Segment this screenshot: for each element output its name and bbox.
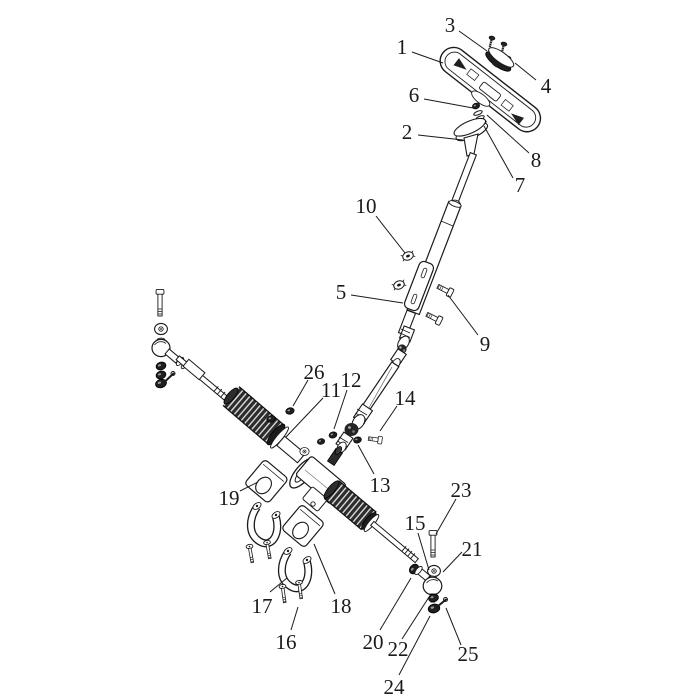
steering-wheel bbox=[439, 46, 542, 133]
leader-stud-bolt bbox=[435, 498, 457, 535]
leader-castle-nut bbox=[398, 615, 431, 676]
leader-joint-bolt bbox=[379, 405, 398, 432]
horn-pad bbox=[485, 47, 515, 72]
callout-8-flat-washer: 8 bbox=[531, 148, 542, 172]
upper-steering-shaft bbox=[450, 117, 489, 207]
wheel-spoke-slot-right bbox=[511, 113, 525, 125]
leader-flat-washer bbox=[486, 114, 530, 154]
leader-pinion-nut bbox=[333, 389, 348, 430]
leader-stud-nut bbox=[401, 596, 430, 640]
leader-mount-bushing-right bbox=[313, 543, 336, 595]
left-cotter-pin bbox=[164, 372, 175, 382]
wheel-hub-boss bbox=[471, 90, 491, 107]
leader-rack-inner-rod bbox=[285, 397, 324, 438]
right-tie-rod-assembly bbox=[414, 529, 448, 615]
rack-left-side bbox=[175, 355, 289, 449]
callout-5-column-mount-bracket: 5 bbox=[336, 280, 347, 304]
leader-joint-nut bbox=[357, 444, 375, 475]
callout-4-horn-pad: 4 bbox=[541, 74, 552, 98]
leader-bracket-nuts bbox=[375, 215, 406, 254]
leader-rack-clamp bbox=[269, 577, 288, 593]
leader-column-mount-bracket bbox=[350, 294, 404, 304]
callout-6-shaft-top-nut: 6 bbox=[409, 83, 420, 107]
callout-18-mount-bushing-right: 18 bbox=[331, 594, 352, 618]
cotter-pin bbox=[436, 598, 447, 608]
callout-16-clamp-bolts: 16 bbox=[276, 630, 297, 654]
leader-lock-nut bbox=[292, 379, 309, 407]
right-stud-washer bbox=[427, 564, 441, 578]
callout-26-lock-nut: 26 bbox=[304, 360, 325, 384]
callout-15-tie-rod-end: 15 bbox=[405, 511, 426, 535]
leader-bracket-bolts bbox=[447, 294, 479, 336]
callout-14-joint-bolt: 14 bbox=[395, 386, 417, 410]
callout-17-rack-clamp: 17 bbox=[252, 594, 273, 618]
leader-pad-screws bbox=[458, 30, 488, 52]
rack-right-side bbox=[323, 480, 421, 577]
spring-coil bbox=[473, 110, 483, 116]
mount-bushing-left bbox=[245, 460, 288, 503]
leader-tie-rod-end bbox=[417, 532, 430, 571]
column-mount-bracket bbox=[403, 260, 435, 312]
callout-2-upper-shaft-flange: 2 bbox=[402, 120, 413, 144]
callout-11-rack-inner-rod: 11 bbox=[321, 378, 341, 402]
callout-22-stud-nut: 22 bbox=[388, 637, 409, 661]
left-ball-joint bbox=[151, 338, 171, 358]
lower-universal-joint bbox=[326, 403, 374, 467]
callout-25-cotter-pin: 25 bbox=[458, 642, 479, 666]
wheel-center-slot bbox=[479, 81, 501, 102]
callout-10-bracket-nuts: 10 bbox=[356, 194, 377, 218]
callout-12-pinion-nut: 12 bbox=[341, 368, 362, 392]
callout-24-castle-nut: 24 bbox=[384, 675, 406, 699]
housing-mount-lug bbox=[302, 486, 328, 512]
callout-20-rod-nut: 20 bbox=[363, 630, 384, 654]
wheel-spoke-slot-left bbox=[453, 58, 467, 70]
joint-bolt bbox=[367, 434, 383, 445]
leader-steering-wheel bbox=[411, 51, 444, 64]
left-stud-bolt bbox=[155, 288, 165, 317]
callout-1-steering-wheel: 1 bbox=[397, 35, 408, 59]
mount-bushing-right bbox=[282, 505, 324, 547]
leader-rod-nut bbox=[379, 577, 412, 631]
left-stud-washer bbox=[154, 322, 168, 336]
rod-adjuster-sleeve bbox=[182, 358, 206, 381]
leader-horn-pad bbox=[514, 62, 537, 81]
callout-7-spring-washer: 7 bbox=[515, 173, 526, 197]
leader-mount-bushing-left bbox=[239, 481, 259, 492]
leader-cotter-pin bbox=[445, 607, 462, 646]
joint-nut bbox=[352, 435, 363, 445]
leader-lines bbox=[239, 30, 537, 676]
leader-shaft-top-nut bbox=[423, 98, 474, 109]
leader-clamp-bolts bbox=[290, 606, 299, 631]
upper-universal-joint bbox=[389, 325, 416, 369]
left-tie-rod-assembly bbox=[151, 288, 189, 390]
right-stud-bolt bbox=[428, 529, 438, 558]
callout-13-joint-nut: 13 bbox=[370, 473, 391, 497]
lock-nut-b bbox=[284, 406, 296, 416]
leader-spring-washer bbox=[483, 125, 514, 179]
leader-stud-washer bbox=[442, 551, 463, 573]
rack-clamp-lower bbox=[277, 547, 313, 593]
callout-3-pad-screws: 3 bbox=[445, 13, 456, 37]
leader-upper-shaft-flange bbox=[417, 134, 464, 141]
pinion-washer bbox=[299, 447, 310, 456]
callout-23-stud-bolt: 23 bbox=[451, 478, 472, 502]
rack-clamp-upper bbox=[246, 502, 282, 548]
callout-19-mount-bushing-left: 19 bbox=[219, 486, 240, 510]
callout-9-bracket-bolts: 9 bbox=[480, 332, 491, 356]
pinion-nut bbox=[327, 430, 339, 440]
callout-21-stud-washer: 21 bbox=[462, 537, 483, 561]
